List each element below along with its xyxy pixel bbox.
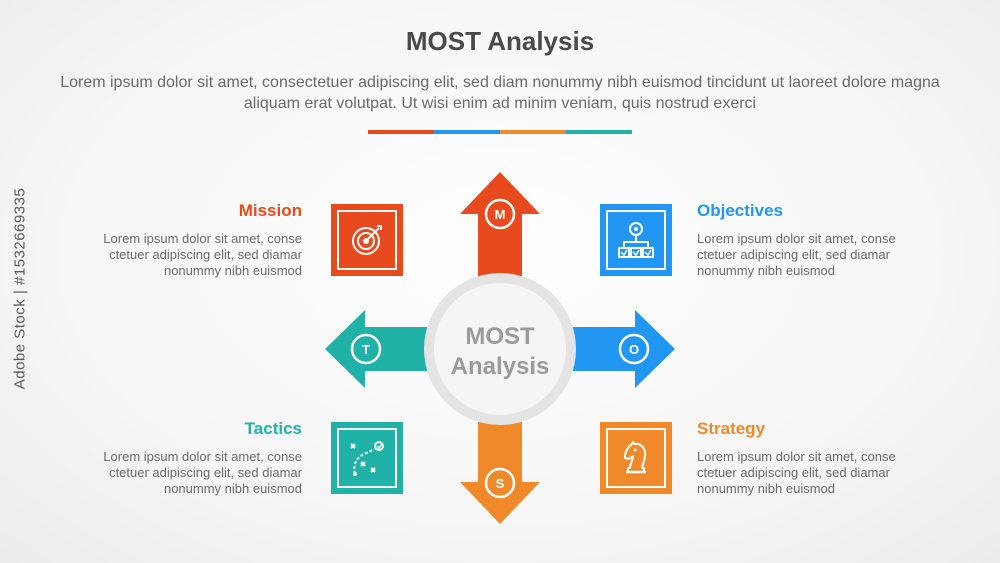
badge-s: S — [484, 467, 516, 499]
objectives-desc-line-1: Lorem ipsum dolor sit amet, conse — [697, 231, 896, 246]
badge-s-letter: S — [496, 476, 505, 491]
center-title-line1: MOST — [465, 323, 535, 350]
strategy-desc-line-3: nonummy nibh euismod — [697, 481, 836, 496]
badge-m-letter: M — [495, 207, 506, 222]
strategy-icon-box — [600, 422, 672, 494]
badge-o: O — [618, 333, 650, 365]
mission-desc-line-1: Lorem ipsum dolor sit amet, conse — [103, 231, 302, 246]
tactics-desc-line-1: Lorem ipsum dolor sit amet, conse — [103, 449, 302, 464]
tactics-board-icon — [350, 441, 384, 476]
chess-knight-icon — [624, 441, 647, 474]
strategy-description: Lorem ipsum dolor sit amet, conse ctetue… — [697, 449, 937, 497]
badge-t-letter: T — [362, 342, 370, 357]
hierarchy-checklist-icon — [618, 222, 654, 258]
objectives-heading: Objectives — [697, 201, 783, 220]
arrow-left-tactics — [325, 310, 440, 388]
mission-desc-line-2: ctetuer adipiscing elit, sed diamar — [109, 247, 302, 262]
tactics-icon-box — [331, 422, 403, 494]
objectives-icon-box — [600, 204, 672, 276]
divider-segment-blue — [434, 130, 500, 134]
mission-desc-line-3: nonummy nibh euismod — [163, 263, 302, 278]
divider-segment-teal — [566, 130, 632, 134]
arrow-up-mission — [460, 172, 540, 300]
strategy-desc-line-1: Lorem ipsum dolor sit amet, conse — [697, 449, 896, 464]
tactics-desc-line-2: ctetuer adipiscing elit, sed diamar — [109, 465, 302, 480]
divider-segment-red — [368, 130, 434, 134]
tactics-heading: Tactics — [244, 419, 302, 438]
divider-segment-orange — [500, 130, 566, 134]
tactics-description: Lorem ipsum dolor sit amet, conse ctetue… — [62, 449, 302, 497]
center-circle — [434, 283, 566, 415]
strategy-desc-line-2: ctetuer adipiscing elit, sed diamar — [697, 465, 890, 480]
mission-description: Lorem ipsum dolor sit amet, conse ctetue… — [62, 231, 302, 279]
badge-o-letter: O — [629, 342, 639, 357]
strategy-heading: Strategy — [697, 419, 766, 438]
page-subtitle: Lorem ipsum dolor sit amet, consectetuer… — [60, 74, 940, 112]
tactics-desc-line-3: nonummy nibh euismod — [163, 481, 302, 496]
badge-m: M — [484, 198, 516, 230]
objectives-desc-line-3: nonummy nibh euismod — [697, 263, 836, 278]
center-title-line2: Analysis — [451, 353, 550, 380]
arrow-right-objectives — [560, 310, 675, 388]
mission-icon-box — [331, 204, 403, 276]
title-divider — [368, 130, 632, 134]
page-title: MOST Analysis — [405, 26, 595, 56]
objectives-desc-line-2: ctetuer adipiscing elit, sed diamar — [697, 247, 890, 262]
mission-heading: Mission — [238, 201, 302, 220]
badge-t: T — [350, 333, 382, 365]
target-icon — [352, 225, 382, 255]
arrow-down-strategy — [460, 410, 540, 524]
objectives-description: Lorem ipsum dolor sit amet, conse ctetue… — [697, 231, 937, 279]
